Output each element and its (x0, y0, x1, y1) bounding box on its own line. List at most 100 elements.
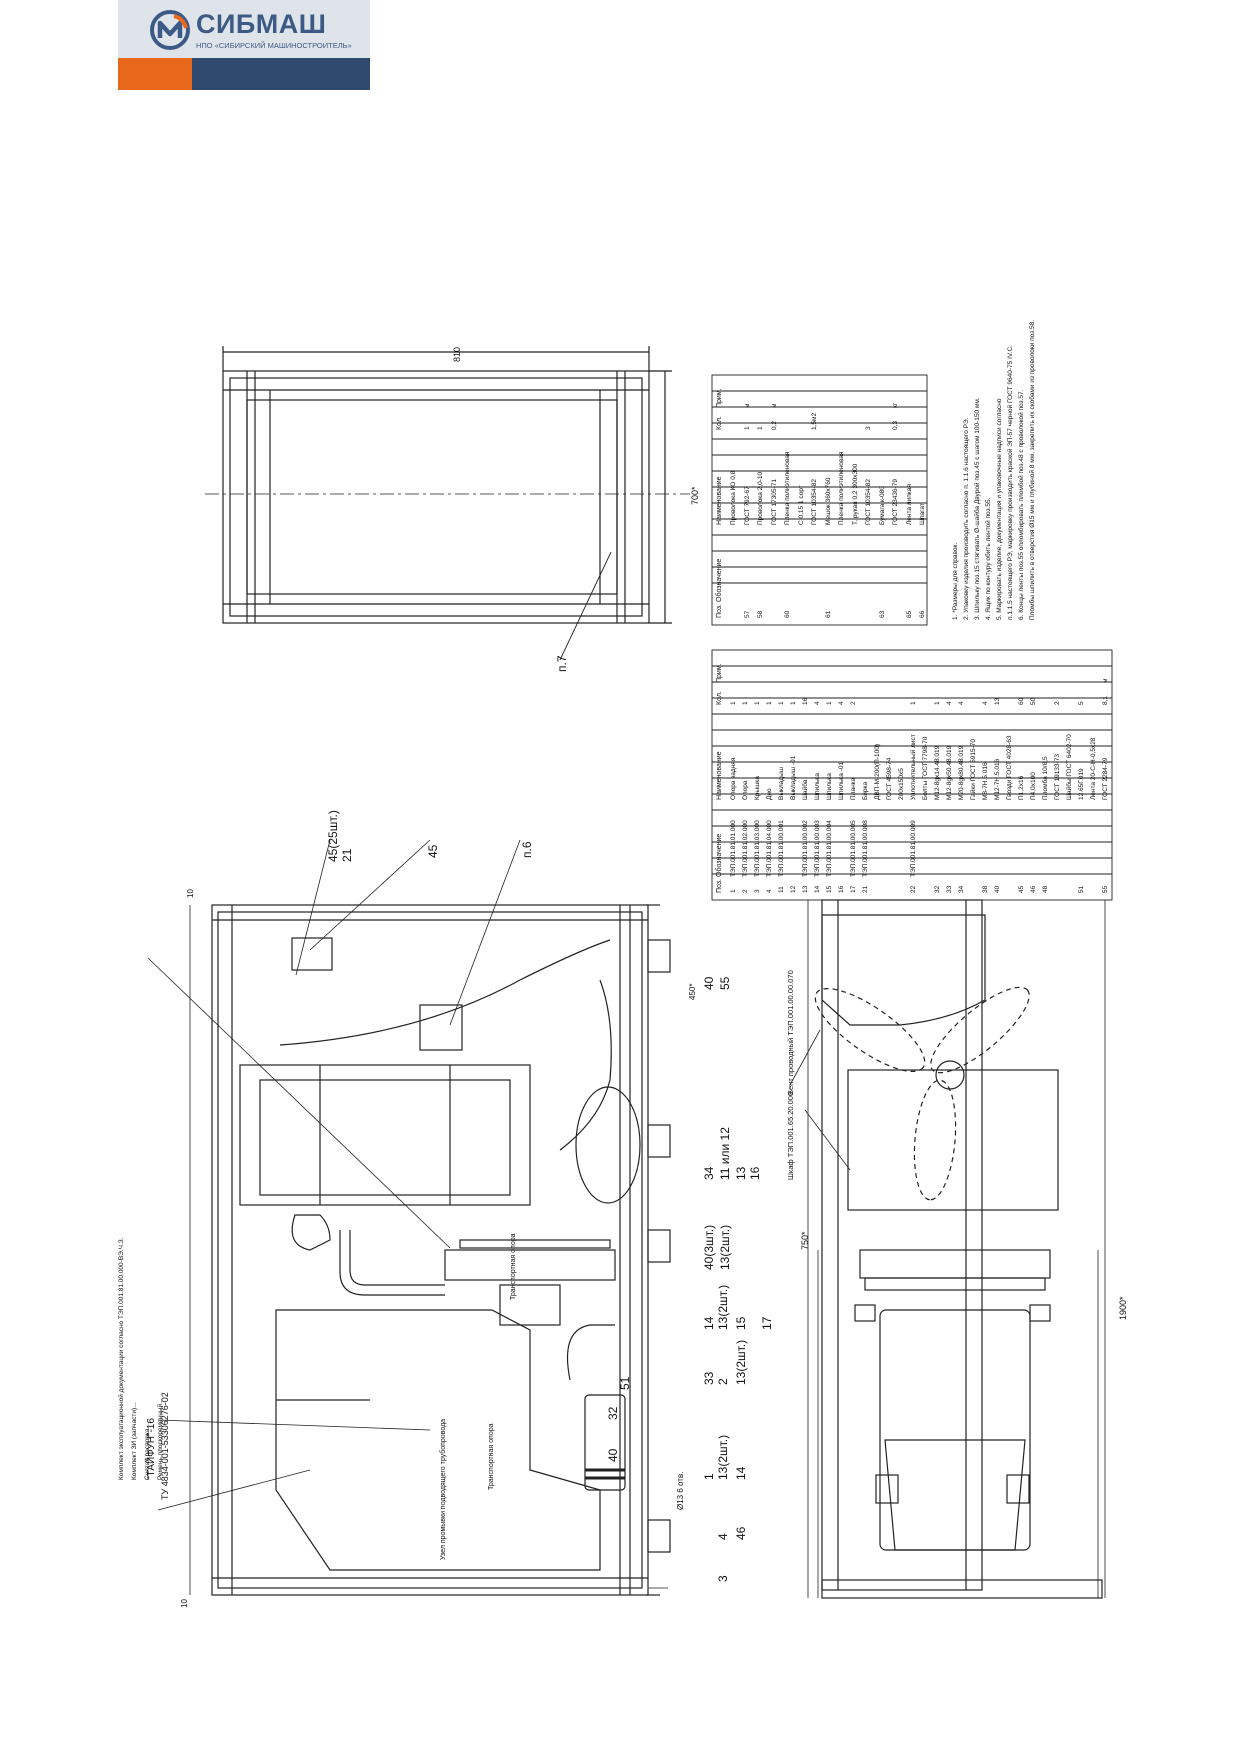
spec2-cell-7-0: 61 (824, 610, 832, 618)
callout-27: 45 (426, 844, 440, 858)
callout-5: 13(2шт.) (716, 1434, 730, 1480)
dimension-width: 1900* (1118, 1296, 1128, 1320)
dimension-height: 750* (800, 1231, 810, 1250)
callout-8: 32 (606, 1406, 620, 1420)
spec1-cell-4-0: 11 (778, 886, 785, 893)
logo-emblem-icon (150, 10, 190, 50)
callout-9: 51 (618, 1376, 632, 1390)
spec1-cell-25-0: 46 (1030, 885, 1037, 893)
spec1-cell-19-3: 4 (958, 701, 965, 705)
spec2-cell-8-2: Пленка полиэтиленовая (838, 451, 845, 525)
top-box-view (205, 346, 690, 661)
spec1-cell-10-0: 17 (850, 885, 857, 893)
spec1-cell-28-2: Шайбы ГОСТ 6402-70 (1066, 734, 1073, 800)
spec2-cell-5-2: С 0,15 1 сорт (797, 485, 805, 525)
spec2-cell-11-2: Бумага к-080 (878, 486, 886, 525)
logo-name: СИБМАШ (196, 9, 327, 39)
spec1-cell-20-2: Гайки ГОСТ 5915-70 (970, 738, 977, 800)
spec1-cell-24-0: 45 (1018, 885, 1025, 893)
spec2-cell-12-3: 0,3 (892, 420, 899, 430)
spec1-cell-8-0: 15 (826, 885, 833, 893)
spec2-cell-6-3: 1,5м2 (811, 412, 818, 430)
spec1-cell-21-2: М8-7Н.5.016 (982, 762, 989, 800)
spec1-cell-13-2: ГОСТ 4598-74 (886, 757, 893, 800)
spec1-cell-24-2: П1,2x16 (1018, 775, 1025, 800)
note-left-3: Снятая распорка ... (144, 1421, 151, 1480)
spec1-cell-10-1: ТЭП.001.81.00.005 (850, 820, 857, 877)
callout-17: 40(3шт.) (702, 1224, 716, 1270)
spec1-cell-21-0: 38 (982, 885, 989, 893)
logo-subtitle: НПО «СИБИРСКИЙ МАШИНОСТРОИТЕЛЬ» (196, 41, 352, 50)
spec1-cell-6-0: 13 (802, 885, 809, 893)
spec1-cell-29-2: 12.65Г.019 (1078, 768, 1085, 800)
drawing-lines (147, 346, 1106, 1599)
spec1-cell-29-0: 51 (1078, 885, 1085, 893)
callout-25: 45(25шт.) (326, 810, 340, 862)
spec2-cell-14-2: Шпагат (919, 503, 926, 525)
spec1-cell-1-3: 1 (742, 701, 749, 705)
spec2-header-0: Поз. (716, 604, 723, 618)
dimension-offset-bottom: 10 (180, 1599, 189, 1608)
callout-23: 40 (702, 976, 716, 990)
main-side-view (211, 904, 671, 1596)
spec1-cell-25-3: 50 (1030, 697, 1037, 705)
spec1-cell-3-3: 1 (766, 701, 773, 705)
callout-7: 40 (606, 1448, 620, 1462)
note-left-1: Комплект эксплуатационной документации с… (118, 1237, 125, 1480)
spec1-cell-7-2: Шпилька (814, 773, 821, 800)
spec2-cell-14-0: 66 (919, 610, 926, 618)
spec1-cell-23-2: Гвозди ГОСТ 4028-63 (1006, 735, 1013, 800)
spec1-cell-21-3: 4 (982, 701, 989, 705)
spec2-cell-13-2: Лента липкая (905, 484, 913, 525)
spec1-cell-22-3: 13 (994, 697, 1001, 705)
spec1-cell-24-3: 60 (1018, 697, 1025, 705)
spec1-cell-18-2: М12-8gx50.48.019 (946, 745, 953, 800)
callout-2: 4 (716, 1533, 730, 1540)
spec1-cell-0-3: 1 (730, 701, 737, 705)
spec1-cell-15-0: 22 (910, 885, 917, 893)
spec2-cell-3-2: ГОСТ 17305-71 (770, 479, 778, 525)
spec1-cell-26-0: 48 (1042, 885, 1049, 893)
callout-24: 55 (718, 976, 732, 990)
spec1-cell-15-1: ТЭП.001.81.00.009 (910, 820, 917, 877)
callout-16: 17 (760, 1316, 774, 1330)
callout-12: 13(2шт.) (734, 1339, 748, 1385)
spec1-cell-3-2: Дно (766, 788, 773, 800)
callout-20: 11 или 12 (718, 1127, 732, 1180)
tech-note-6: п.1.1.5 настоящего РЭ, маркировку произв… (1007, 345, 1014, 620)
spec2-header-4: Прим. (716, 388, 723, 408)
spec2-cell-10-2: ГОСТ 10354-82 (865, 479, 872, 525)
spec1-cell-0-2: Опора задняя (730, 757, 737, 800)
spec2-cell-0-2: Проволока КО 0,8 (730, 470, 737, 525)
callout-3: 46 (734, 1526, 748, 1540)
spec1-cell-22-2: М12-7Н.5.016 (994, 758, 1001, 800)
spec-table-1 (711, 649, 1113, 901)
callout-28: п.6 (520, 841, 534, 858)
spec1-cell-30-2: Лента 20-С-Н-0,5x28 (1090, 737, 1097, 800)
spec2-cell-11-0: 63 (878, 610, 886, 618)
spec1-cell-3-0: 4 (766, 889, 773, 893)
spec1-cell-18-3: 4 (946, 701, 953, 705)
spec2-cell-1-2: ГОСТ 792-67 (743, 486, 751, 525)
spec1-cell-31-3: 8,1 (1102, 695, 1109, 705)
spec1-cell-8-1: ТЭП.001.81.00.004 (826, 820, 833, 877)
note-left-2: Комплект ЗИ (запчасти)... (131, 1402, 138, 1480)
fan-label: Вент проводный ТЭП.001.00.00.070 (786, 970, 795, 1095)
callout-29: п.7 (555, 655, 569, 672)
callout-13: 14 (702, 1316, 716, 1330)
lower-fan-view (814, 899, 1103, 1599)
spec1-cell-6-2: Шайба (802, 779, 809, 800)
callout-22: 16 (748, 1166, 762, 1180)
spec1-header-1: Обозначение (716, 833, 723, 877)
spec2-cell-12-2: ГОСТ 23436-79 (892, 479, 899, 525)
spec2-cell-4-2: Пленка полиэтиленовая (784, 451, 791, 525)
spec1-cell-10-2: Планка (850, 777, 857, 800)
spec1-cell-1-0: 2 (742, 889, 749, 893)
spec1-cell-25-2: П4,0x100 (1030, 772, 1037, 800)
spec1-cell-1-1: ТЭП.001.81.02.000 (742, 820, 749, 877)
spec1-cell-5-0: 12 (790, 885, 797, 893)
logo-navy-bar (192, 58, 370, 90)
spec1-cell-27-2: ГОСТ 19133-73 (1054, 754, 1061, 800)
spec1-cell-19-0: 34 (958, 885, 965, 893)
callout-18: 13(2шт.) (718, 1224, 732, 1270)
